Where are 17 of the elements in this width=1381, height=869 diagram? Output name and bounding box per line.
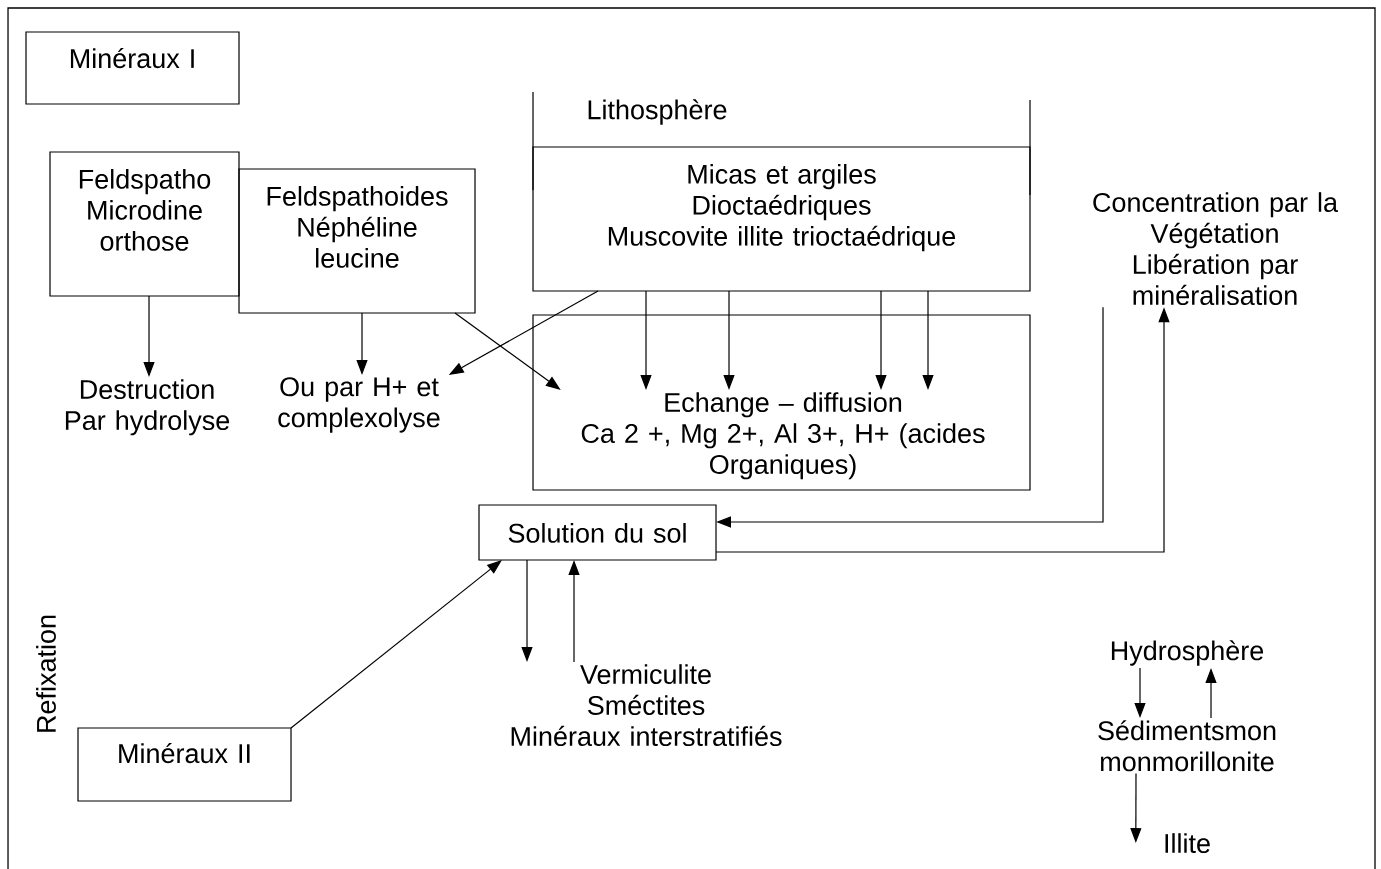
node-text: Destruction Par hydrolyse — [65, 379, 230, 436]
text-box: Minéraux II — [77, 727, 292, 802]
arrow — [290, 560, 502, 729]
node-text: Sédimentsmon monmorillonite — [1098, 720, 1276, 772]
text-box: Feldspatho Microdine orthose — [49, 151, 240, 297]
node-text: Ou par H+ et complexolyse — [278, 377, 440, 433]
node-text: Vermiculite Sméctites Minéraux interstratifiés — [511, 664, 782, 747]
node-text: Echange – diffusion Ca 2 +, Mg 2+, Al 3+, H+ (acides Organiques) — [581, 392, 985, 480]
node-text: Hydrosphère — [1111, 640, 1264, 666]
node-text: Concentration par la Végétation Libération par minéralisation — [1093, 192, 1339, 306]
frame-box — [532, 314, 1031, 491]
text-box: Minéraux I — [25, 31, 240, 105]
text-box: Feldspathoides Néphéline leucine — [238, 168, 476, 314]
text-box: Micas et argiles Dioctaédriques Muscovite illite trioctaédrique — [532, 146, 1031, 292]
label-text: Refixation — [36, 615, 56, 732]
node-text: Illite — [1165, 833, 1210, 854]
text-box: Solution du sol — [478, 504, 717, 561]
